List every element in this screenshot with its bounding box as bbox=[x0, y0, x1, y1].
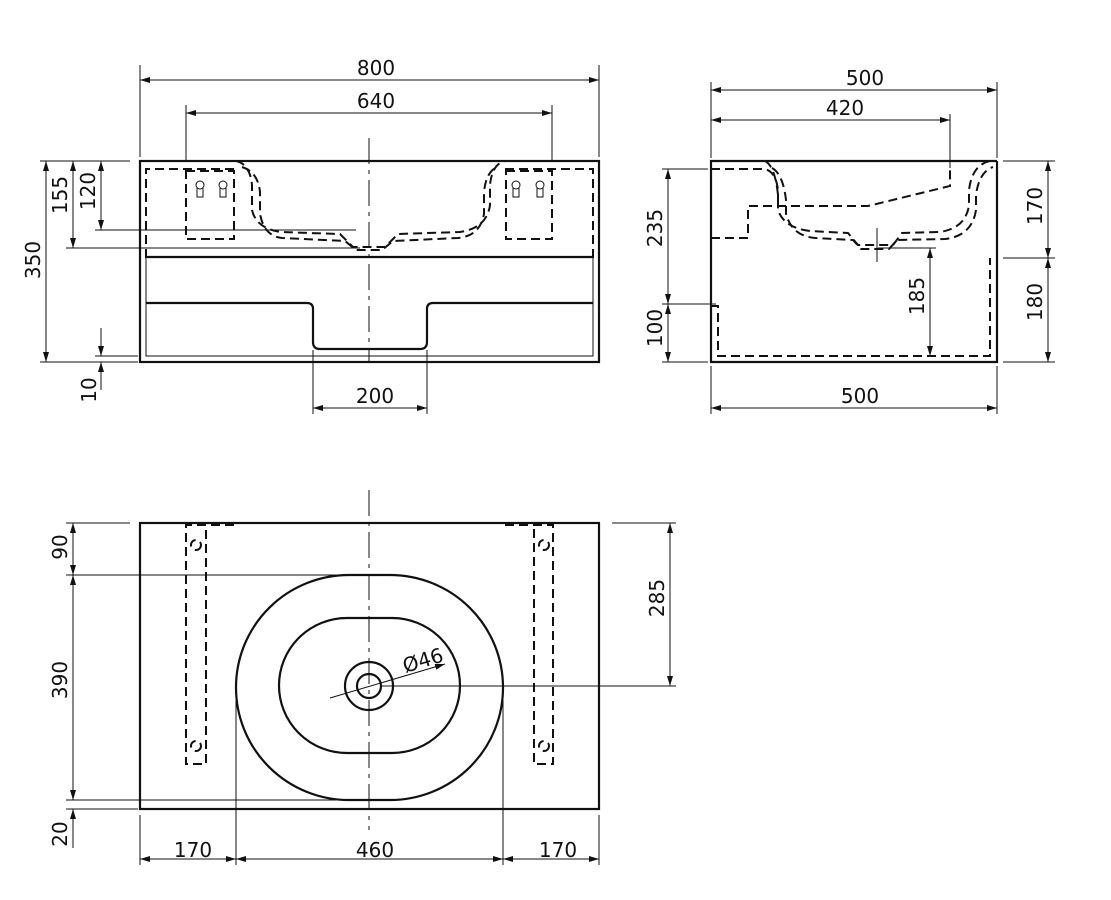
front-hidden-basin-inner bbox=[241, 166, 498, 251]
side-hidden-top bbox=[711, 168, 779, 205]
front-view: 800 640 155 120 350 10 200 bbox=[21, 56, 601, 414]
dim-label-200: 200 bbox=[356, 384, 394, 408]
dim-label-640: 640 bbox=[357, 89, 395, 113]
dim-label-drain-diameter: Ø46 bbox=[400, 643, 446, 678]
dim-label-285: 285 bbox=[645, 579, 669, 617]
right-bracket-rail bbox=[505, 524, 554, 765]
dim-label-180: 180 bbox=[1023, 283, 1047, 321]
front-drawer-handle-cutout bbox=[146, 301, 593, 351]
dim-label-800: 800 bbox=[357, 56, 395, 80]
dim-label-185: 185 bbox=[905, 277, 929, 315]
side-hidden-bottom bbox=[711, 258, 991, 357]
dim-line-drain-diameter bbox=[329, 663, 446, 699]
dim-label-170: 170 bbox=[1023, 187, 1047, 225]
left-wall-bracket bbox=[185, 170, 235, 240]
side-hidden-step bbox=[711, 169, 951, 239]
dim-label-350: 350 bbox=[21, 241, 45, 279]
dim-label-460: 460 bbox=[356, 838, 394, 862]
dim-label-500-bottom: 500 bbox=[841, 384, 879, 408]
dim-label-235: 235 bbox=[643, 209, 667, 247]
side-hidden-basin-outer bbox=[764, 160, 991, 246]
side-hidden-basin-inner bbox=[771, 166, 994, 250]
dim-label-90: 90 bbox=[48, 534, 72, 559]
right-keyhole-icons bbox=[511, 180, 545, 198]
dim-label-390: 390 bbox=[48, 661, 72, 699]
dim-label-155: 155 bbox=[48, 176, 72, 214]
dim-label-170-left: 170 bbox=[174, 838, 212, 862]
left-bracket-rail bbox=[185, 524, 234, 765]
right-wall-bracket bbox=[505, 170, 553, 240]
dim-label-20: 20 bbox=[48, 821, 72, 846]
side-view: 500 420 235 100 185 170 180 500 bbox=[643, 66, 1055, 414]
dim-label-500-top: 500 bbox=[846, 66, 884, 90]
front-hidden-body-outline bbox=[145, 168, 594, 258]
top-view: 90 390 20 285 Ø46 170 460 170 bbox=[48, 490, 676, 865]
side-outer-outline bbox=[709, 159, 999, 364]
front-hidden-basin-outer bbox=[235, 160, 506, 248]
dim-label-420: 420 bbox=[826, 96, 864, 120]
dim-label-100: 100 bbox=[643, 309, 667, 347]
dim-label-120: 120 bbox=[76, 172, 100, 210]
dim-label-170-right: 170 bbox=[539, 838, 577, 862]
dim-label-10: 10 bbox=[77, 377, 101, 402]
left-keyhole-icons bbox=[195, 180, 228, 198]
